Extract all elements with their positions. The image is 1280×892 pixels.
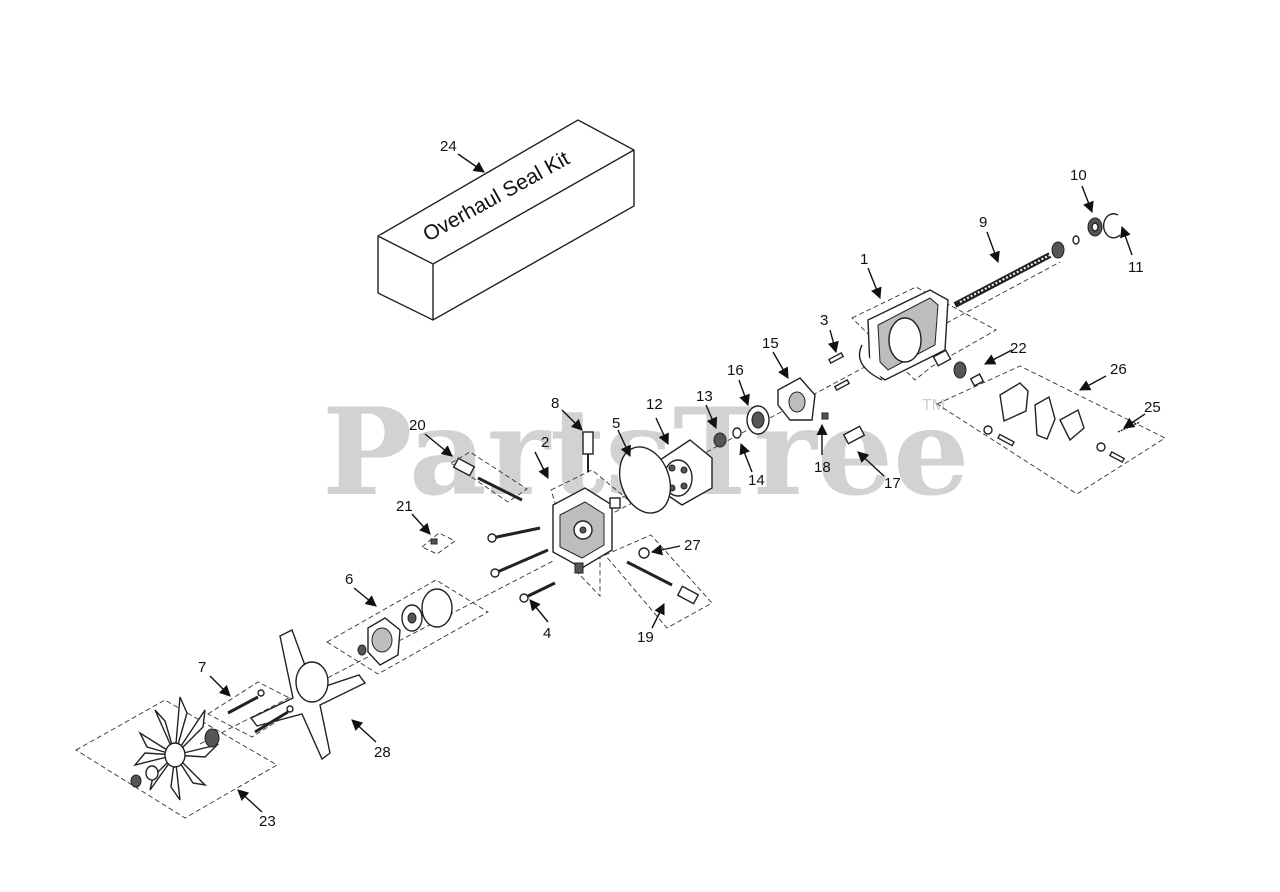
plug[interactable] xyxy=(638,547,650,559)
pins[interactable] xyxy=(827,352,985,391)
callout-18[interactable]: 18 xyxy=(814,459,831,476)
input-shaft[interactable] xyxy=(953,213,1121,308)
callout-23[interactable]: 23 xyxy=(259,813,276,830)
callout-19[interactable]: 19 xyxy=(637,629,654,646)
callout-20[interactable]: 20 xyxy=(409,417,426,434)
callout-21[interactable]: 21 xyxy=(396,498,413,515)
watermark-tm: TM xyxy=(922,397,945,414)
callout-24[interactable]: 24 xyxy=(440,138,457,155)
thrust-bearing[interactable] xyxy=(746,405,770,435)
callout-15[interactable]: 15 xyxy=(762,335,779,352)
swashplate[interactable] xyxy=(777,377,816,421)
charge-pump[interactable] xyxy=(357,588,453,666)
screws[interactable] xyxy=(227,689,294,734)
callout-14[interactable]: 14 xyxy=(748,472,765,489)
callout-5[interactable]: 5 xyxy=(612,415,620,432)
callout-26[interactable]: 26 xyxy=(1110,361,1127,378)
callout-10[interactable]: 10 xyxy=(1070,167,1087,184)
center-section[interactable] xyxy=(552,487,621,574)
assembly-outlines xyxy=(75,286,1166,819)
callout-7[interactable]: 7 xyxy=(198,659,206,676)
seal-kit-box[interactable]: Overhaul Seal Kit xyxy=(377,119,635,321)
callout-16[interactable]: 16 xyxy=(727,362,744,379)
callout-9[interactable]: 9 xyxy=(979,214,987,231)
main-housing[interactable] xyxy=(858,289,952,381)
washers[interactable] xyxy=(713,412,866,448)
housing-gasket[interactable] xyxy=(611,440,679,520)
callout-8[interactable]: 8 xyxy=(551,395,559,412)
cylinder-block[interactable] xyxy=(659,439,713,506)
control-arm-assembly[interactable] xyxy=(983,382,1141,463)
bolts[interactable] xyxy=(487,526,556,603)
callout-28[interactable]: 28 xyxy=(374,744,391,761)
callout-25[interactable]: 25 xyxy=(1144,399,1161,416)
check-valve-right[interactable] xyxy=(626,560,700,605)
fan-mount[interactable] xyxy=(249,629,367,761)
callout-2[interactable]: 2 xyxy=(541,434,549,451)
callout-numbers: 24 1 2 3 4 5 6 7 8 9 10 11 12 13 14 15 1… xyxy=(198,138,1161,830)
axis-lines xyxy=(199,261,1061,745)
small-plug[interactable] xyxy=(430,538,438,545)
callout-17[interactable]: 17 xyxy=(884,475,901,492)
callout-12[interactable]: 12 xyxy=(646,396,663,413)
callout-11[interactable]: 11 xyxy=(1128,259,1144,276)
callout-4[interactable]: 4 xyxy=(543,625,551,642)
callout-6[interactable]: 6 xyxy=(345,571,353,588)
callout-27[interactable]: 27 xyxy=(684,537,701,554)
callout-1[interactable]: 1 xyxy=(860,251,868,268)
bypass-valve[interactable] xyxy=(582,431,594,472)
callout-22[interactable]: 22 xyxy=(1010,340,1027,357)
callout-13[interactable]: 13 xyxy=(696,388,713,405)
callout-3[interactable]: 3 xyxy=(820,312,828,329)
check-valve-left[interactable] xyxy=(452,457,523,502)
leader-arrows xyxy=(209,153,1146,813)
cooling-fan[interactable] xyxy=(130,696,220,801)
